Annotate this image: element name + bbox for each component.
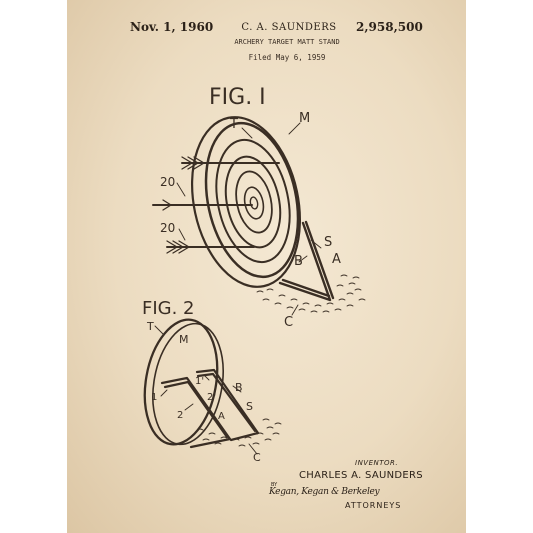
fig2-target bbox=[143, 318, 224, 446]
fig2-label-1-prime: 1' bbox=[195, 376, 204, 387]
patent-sheet: Nov. 1, 1960 C. A. SAUNDERS 2,958,500 AR… bbox=[67, 0, 466, 533]
fig1-caption: FIG. I bbox=[209, 85, 266, 110]
fig2-label-s: S bbox=[246, 400, 253, 413]
fig2-label-2-prime: 2' bbox=[207, 392, 216, 403]
patent-number: 2,958,500 bbox=[356, 20, 423, 34]
fig1-stand bbox=[278, 220, 335, 302]
fig2-caption: FIG. 2 bbox=[142, 298, 195, 319]
fig2-label-b: B bbox=[235, 381, 243, 394]
fig1-ground bbox=[256, 274, 366, 313]
patent-date: Nov. 1, 1960 bbox=[130, 20, 214, 34]
patent-drawing: FIG. I T M 20 20 S A B C FIG. 2 T M 1 1'… bbox=[142, 85, 366, 464]
fig1-label-20-top: 20 bbox=[160, 175, 175, 189]
by-label: BY bbox=[271, 482, 278, 488]
fig2-label-a: A bbox=[218, 411, 225, 422]
attorneys-label: ATTORNEYS bbox=[345, 501, 402, 510]
fig2-label-2: 2 bbox=[177, 410, 183, 421]
fig1-label-c: C bbox=[284, 315, 293, 330]
inventor-header: C. A. SAUNDERS bbox=[241, 22, 337, 33]
inventor-name: CHARLES A. SAUNDERS bbox=[299, 470, 423, 481]
fig2-ground bbox=[196, 418, 282, 447]
fig2-label-t: T bbox=[146, 320, 154, 333]
fig1-arrows bbox=[152, 156, 280, 254]
fig1-label-m: M bbox=[299, 111, 310, 126]
fig2-label-m: M bbox=[179, 333, 189, 346]
fig1-leaders bbox=[176, 122, 322, 316]
fig2-label-1: 1 bbox=[151, 392, 157, 403]
patent-title: ARCHERY TARGET MATT STAND bbox=[234, 38, 340, 46]
inventor-role: INVENTOR. bbox=[355, 459, 399, 467]
fig1-label-s: S bbox=[324, 235, 332, 250]
fig1-label-a: A bbox=[332, 252, 341, 267]
fig1-label-t: T bbox=[229, 117, 238, 132]
fig1-label-b: B bbox=[294, 254, 303, 269]
attorney-signature: Kegan, Kegan & Berkeley bbox=[269, 487, 380, 497]
fig2-stand bbox=[160, 368, 260, 449]
fig2-label-c: C bbox=[253, 451, 261, 464]
fig1-label-20-bottom: 20 bbox=[160, 221, 175, 235]
filed-date: Filed May 6, 1959 bbox=[248, 53, 326, 62]
fig2-leaders bbox=[154, 325, 258, 455]
